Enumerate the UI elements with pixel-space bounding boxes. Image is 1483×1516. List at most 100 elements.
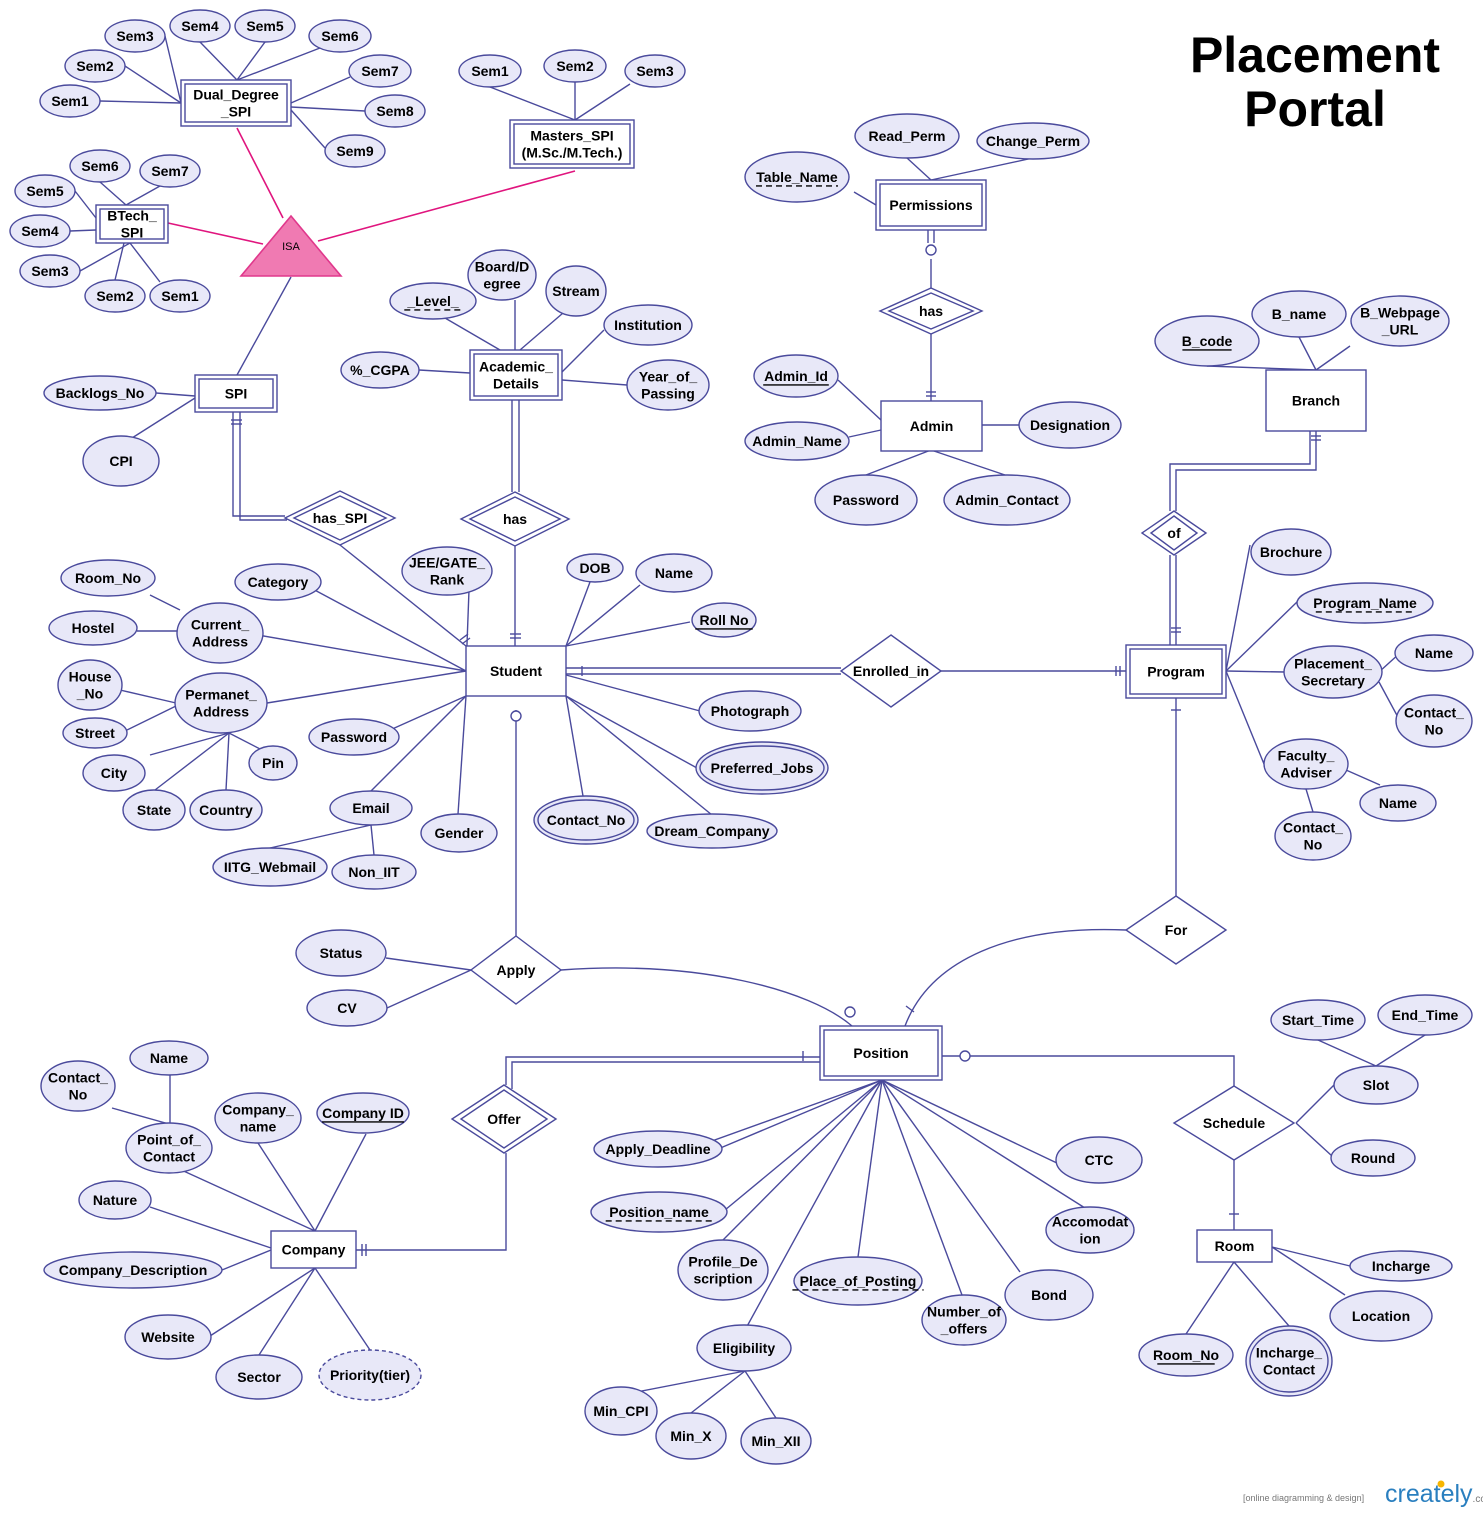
- entity-company[interactable]: Company: [270, 1230, 357, 1269]
- attribute-backlogs[interactable]: Backlogs_No: [43, 375, 157, 411]
- entity-branch[interactable]: Branch: [1265, 369, 1367, 432]
- attribute-admin-id[interactable]: Admin_Id: [753, 354, 839, 398]
- entity-program[interactable]: Program: [1125, 644, 1227, 699]
- relationship-offer[interactable]: Offer: [450, 1084, 558, 1154]
- attribute-num-offers[interactable]: Number_of_offers: [921, 1294, 1007, 1346]
- attribute-m-sem3[interactable]: Sem3: [624, 54, 686, 88]
- attribute-room-no-s[interactable]: Room_No: [60, 559, 156, 597]
- attribute-placement-sec[interactable]: Placement_Secretary: [1283, 645, 1383, 699]
- attribute-min-cpi[interactable]: Min_CPI: [584, 1386, 658, 1436]
- attribute-sector[interactable]: Sector: [215, 1354, 303, 1400]
- attribute-incharge-contact[interactable]: Incharge_Contact: [1245, 1325, 1333, 1397]
- attribute-d-sem8[interactable]: Sem8: [364, 94, 426, 128]
- relationship-has-spi[interactable]: has_SPI: [283, 490, 397, 546]
- attribute-ps-contact[interactable]: Contact_No: [1395, 694, 1473, 748]
- entity-position[interactable]: Position: [819, 1025, 943, 1081]
- attribute-slot[interactable]: Slot: [1333, 1065, 1419, 1105]
- entity-masters[interactable]: Masters_SPI(M.Sc./M.Tech.): [509, 119, 635, 169]
- attribute-b-sem6[interactable]: Sem6: [69, 149, 131, 183]
- attribute-b-name[interactable]: B_name: [1251, 290, 1347, 338]
- attribute-website[interactable]: Website: [124, 1314, 212, 1360]
- attribute-location[interactable]: Location: [1329, 1290, 1433, 1342]
- attribute-eligibility[interactable]: Eligibility: [696, 1324, 792, 1372]
- attribute-gender[interactable]: Gender: [420, 813, 498, 853]
- attribute-apply-deadline[interactable]: Apply_Deadline: [593, 1130, 723, 1168]
- attribute-nature[interactable]: Nature: [78, 1180, 152, 1220]
- relationship-of[interactable]: of: [1140, 510, 1208, 556]
- attribute-d-sem2[interactable]: Sem2: [64, 49, 126, 83]
- attribute-house-no[interactable]: House_No: [57, 659, 123, 711]
- attribute-end-time[interactable]: End_Time: [1377, 994, 1473, 1036]
- attribute-company-name[interactable]: Company_name: [214, 1092, 302, 1144]
- attribute-read-perm[interactable]: Read_Perm: [854, 113, 960, 159]
- attribute-roll-no[interactable]: Roll No: [691, 602, 757, 638]
- attribute-faculty[interactable]: Faculty_Adviser: [1263, 738, 1349, 790]
- attribute-m-sem2[interactable]: Sem2: [543, 49, 607, 83]
- attribute-round[interactable]: Round: [1330, 1139, 1416, 1177]
- attribute-min-x[interactable]: Min_X: [655, 1412, 727, 1460]
- attribute-designation[interactable]: Designation: [1018, 401, 1122, 449]
- attribute-d-sem4[interactable]: Sem4: [169, 9, 231, 43]
- attribute-brochure[interactable]: Brochure: [1250, 528, 1332, 576]
- attribute-b-sem3[interactable]: Sem3: [19, 254, 81, 288]
- entity-permissions[interactable]: Permissions: [875, 179, 987, 231]
- relationship-schedule[interactable]: Schedule: [1172, 1085, 1296, 1161]
- attribute-current-addr[interactable]: Current_Address: [176, 602, 264, 664]
- attribute-bond[interactable]: Bond: [1004, 1269, 1094, 1321]
- attribute-company-id[interactable]: Company ID: [316, 1092, 410, 1134]
- attribute-ps-name[interactable]: Name: [1394, 634, 1474, 672]
- attribute-b-sem7[interactable]: Sem7: [139, 154, 201, 188]
- attribute-photograph[interactable]: Photograph: [698, 690, 802, 732]
- attribute-pin[interactable]: Pin: [248, 745, 298, 781]
- attribute-poc-name[interactable]: Name: [129, 1040, 209, 1076]
- attribute-incharge[interactable]: Incharge: [1349, 1250, 1453, 1282]
- attribute-d-sem3[interactable]: Sem3: [104, 19, 166, 53]
- attribute-country[interactable]: Country: [189, 789, 263, 831]
- attribute-change-perm[interactable]: Change_Perm: [976, 122, 1090, 160]
- attribute-company-desc[interactable]: Company_Description: [43, 1251, 223, 1289]
- attribute-profile-desc[interactable]: Profile_Description: [677, 1239, 769, 1301]
- attribute-category[interactable]: Category: [234, 563, 322, 601]
- relationship-for[interactable]: For: [1124, 895, 1228, 965]
- attribute-cgpa[interactable]: %_CGPA: [340, 351, 420, 389]
- attribute-email[interactable]: Email: [329, 790, 413, 826]
- attribute-priority[interactable]: Priority(tier): [318, 1349, 422, 1401]
- attribute-b-sem1[interactable]: Sem1: [149, 279, 211, 313]
- attribute-b-sem5[interactable]: Sem5: [14, 174, 76, 208]
- attribute-m-sem1[interactable]: Sem1: [458, 54, 522, 88]
- attribute-contact-no-s[interactable]: Contact_No: [533, 795, 639, 845]
- attribute-b-web[interactable]: B_Webpage_URL: [1350, 295, 1450, 347]
- attribute-d-sem6[interactable]: Sem6: [308, 19, 372, 53]
- attribute-password-a[interactable]: Password: [814, 474, 918, 526]
- attribute-board[interactable]: Board/Degree: [467, 249, 537, 301]
- attribute-state[interactable]: State: [122, 789, 186, 831]
- relationship-enrolled[interactable]: Enrolled_in: [839, 634, 943, 708]
- attribute-b-sem4[interactable]: Sem4: [9, 214, 71, 248]
- attribute-dob[interactable]: DOB: [566, 553, 624, 583]
- attribute-position-name[interactable]: Position_name: [590, 1191, 728, 1233]
- attribute-cpi[interactable]: CPI: [82, 435, 160, 487]
- attribute-b-code[interactable]: B_code: [1154, 315, 1260, 367]
- attribute-program-name[interactable]: Program_Name: [1296, 582, 1434, 624]
- attribute-stream[interactable]: Stream: [545, 265, 607, 317]
- attribute-hostel[interactable]: Hostel: [48, 610, 138, 646]
- attribute-poc[interactable]: Point_of_Contact: [125, 1122, 213, 1174]
- attribute-status[interactable]: Status: [295, 929, 387, 977]
- attribute-dream[interactable]: Dream_Company: [646, 813, 778, 849]
- attribute-name-s[interactable]: Name: [635, 553, 713, 593]
- attribute-start-time[interactable]: Start_Time: [1270, 999, 1366, 1041]
- attribute-min-xii[interactable]: Min_XII: [740, 1417, 812, 1465]
- attribute-perm-addr[interactable]: Permanet_Address: [174, 672, 268, 734]
- relationship-apply[interactable]: Apply: [469, 935, 563, 1005]
- relationship-has-ac[interactable]: has: [459, 491, 571, 547]
- attribute-ctc[interactable]: CTC: [1055, 1136, 1143, 1184]
- relationship-has-perm[interactable]: has: [878, 287, 984, 335]
- attribute-table-name[interactable]: Table_Name: [744, 151, 850, 203]
- attribute-d-sem1[interactable]: Sem1: [39, 84, 101, 118]
- attribute-place-posting[interactable]: Place_of_Posting: [792, 1256, 924, 1306]
- entity-admin[interactable]: Admin: [880, 400, 983, 452]
- attribute-fa-name[interactable]: Name: [1359, 784, 1437, 822]
- attribute-yop[interactable]: Year_of_Passing: [626, 359, 710, 411]
- attribute-street[interactable]: Street: [62, 717, 128, 749]
- entity-room[interactable]: Room: [1196, 1229, 1273, 1263]
